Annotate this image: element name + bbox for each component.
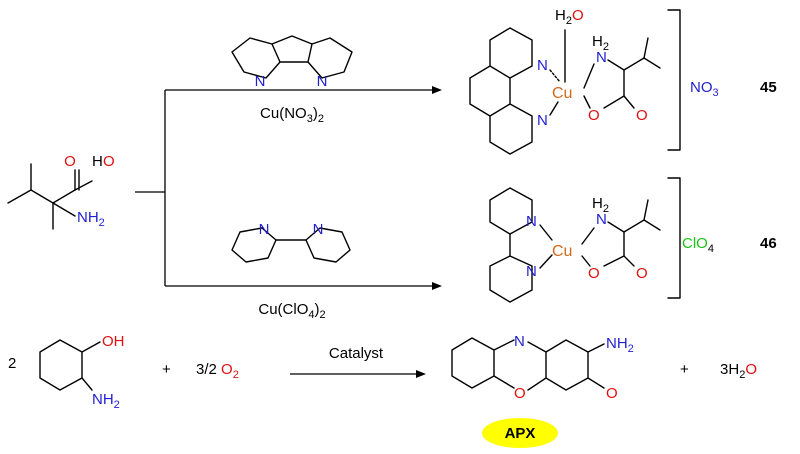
- bipy-n1: N: [259, 221, 270, 238]
- branching-arrows: [135, 86, 442, 290]
- aminophenol-oh: OH: [102, 333, 125, 350]
- c45-carboxyl-o: O: [588, 107, 600, 124]
- plus-sign-1: +: [162, 361, 171, 378]
- phen-n1: N: [255, 73, 266, 90]
- c45-water: H2O: [555, 7, 584, 27]
- c46-amine-n: N: [596, 211, 607, 228]
- c46-bipy-n2: N: [526, 263, 537, 280]
- valine-structure: O H O NH2: [7, 153, 115, 230]
- apx-carbonyl-o: O: [606, 385, 618, 402]
- apx-nh2: NH2: [606, 335, 634, 355]
- c45-carbonyl-o: O: [636, 107, 648, 124]
- c46-copper: Cu: [552, 243, 572, 260]
- c45-phen-n1: N: [537, 57, 548, 74]
- c45-amine-n: N: [596, 49, 607, 66]
- aminophenol-nh2: NH2: [92, 391, 120, 411]
- water-product: 3H2O: [720, 361, 757, 381]
- complex-45: N N Cu H2O N H2 O O NO3 45: [469, 7, 777, 155]
- c45-copper: Cu: [552, 85, 572, 102]
- valine-hydroxyl-o: O: [103, 153, 115, 170]
- valine-carbonyl-oxygen: O: [64, 153, 76, 170]
- c46-bipy-n1: N: [526, 213, 537, 230]
- c45-phen-n2: N: [537, 112, 548, 129]
- bipyridine-structure: N N: [231, 221, 351, 263]
- counter-ion-45: NO3: [690, 79, 719, 99]
- apx-ring-n: N: [514, 333, 525, 350]
- apx-label: APX: [505, 425, 536, 442]
- complex-number-46: 46: [760, 235, 777, 252]
- phen-n2: N: [317, 73, 328, 90]
- bipy-n2: N: [313, 221, 324, 238]
- complex-46: N N Cu N H2 O O ClO4 46: [489, 177, 777, 303]
- bottom-reagent-label: Cu(ClO4)2: [258, 301, 325, 321]
- apx-ring-o: O: [514, 385, 526, 402]
- valine-hydroxyl: H: [92, 153, 103, 170]
- top-reagent-label: Cu(NO3)2: [260, 105, 324, 125]
- phenanthroline-structure: N N: [231, 35, 353, 90]
- apx-highlight: [482, 418, 558, 448]
- reactant-coefficient: 2: [8, 355, 16, 372]
- catalyst-label: Catalyst: [329, 345, 384, 362]
- c46-carboxyl-o: O: [588, 265, 600, 282]
- apx-structure: N O NH2 O: [451, 333, 634, 402]
- c46-carbonyl-o: O: [636, 265, 648, 282]
- valine-amine: NH2: [77, 209, 105, 229]
- complex-number-45: 45: [760, 79, 777, 96]
- oxygen-reactant: 3/2 O2: [196, 361, 239, 381]
- plus-sign-2: +: [680, 361, 689, 378]
- aminophenol-structure: OH NH2: [39, 333, 125, 411]
- counter-ion-46: ClO4: [682, 235, 714, 255]
